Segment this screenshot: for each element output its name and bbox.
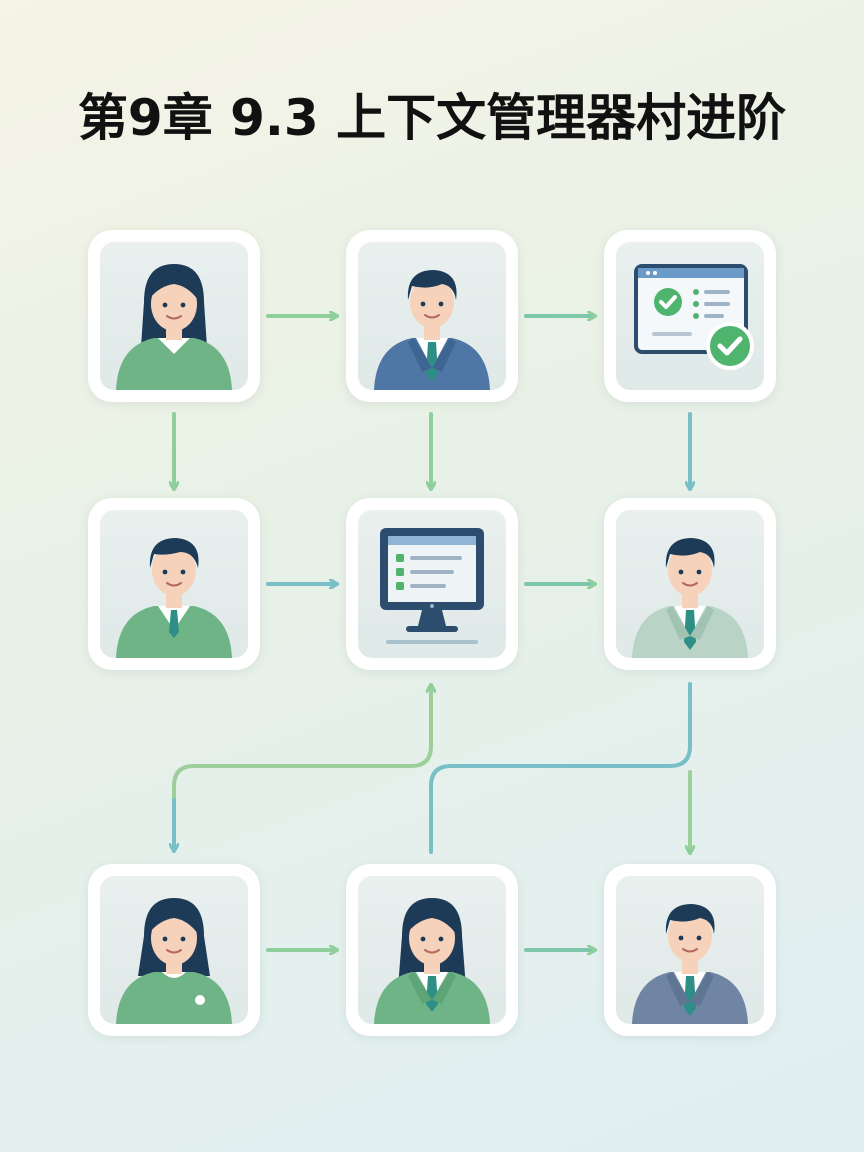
man-blue-suit-icon [374, 270, 490, 390]
node-n9 [604, 864, 776, 1036]
woman-green-top-icon [116, 898, 232, 1024]
line-n6-n8 [429, 682, 692, 854]
node-n4 [88, 498, 260, 670]
computer-monitor-icon [380, 528, 484, 644]
node-n3 [604, 230, 776, 402]
woman-sweater-icon [116, 264, 232, 390]
node-n5 [346, 498, 518, 670]
node-n7 [88, 864, 260, 1036]
checklist-window-icon [634, 264, 754, 370]
node-n6 [604, 498, 776, 670]
man-gray-suit-icon [632, 904, 748, 1024]
page-title: 第9章 9.3 上下文管理器村进阶 [77, 89, 787, 147]
man-light-suit-icon [632, 538, 748, 658]
man-green-sweater-icon [116, 538, 232, 658]
node-n1 [88, 230, 260, 402]
woman-green-jacket-icon [374, 898, 490, 1024]
node-n8 [346, 864, 518, 1036]
node-n2 [346, 230, 518, 402]
arrow-n7-n5 [172, 686, 431, 852]
